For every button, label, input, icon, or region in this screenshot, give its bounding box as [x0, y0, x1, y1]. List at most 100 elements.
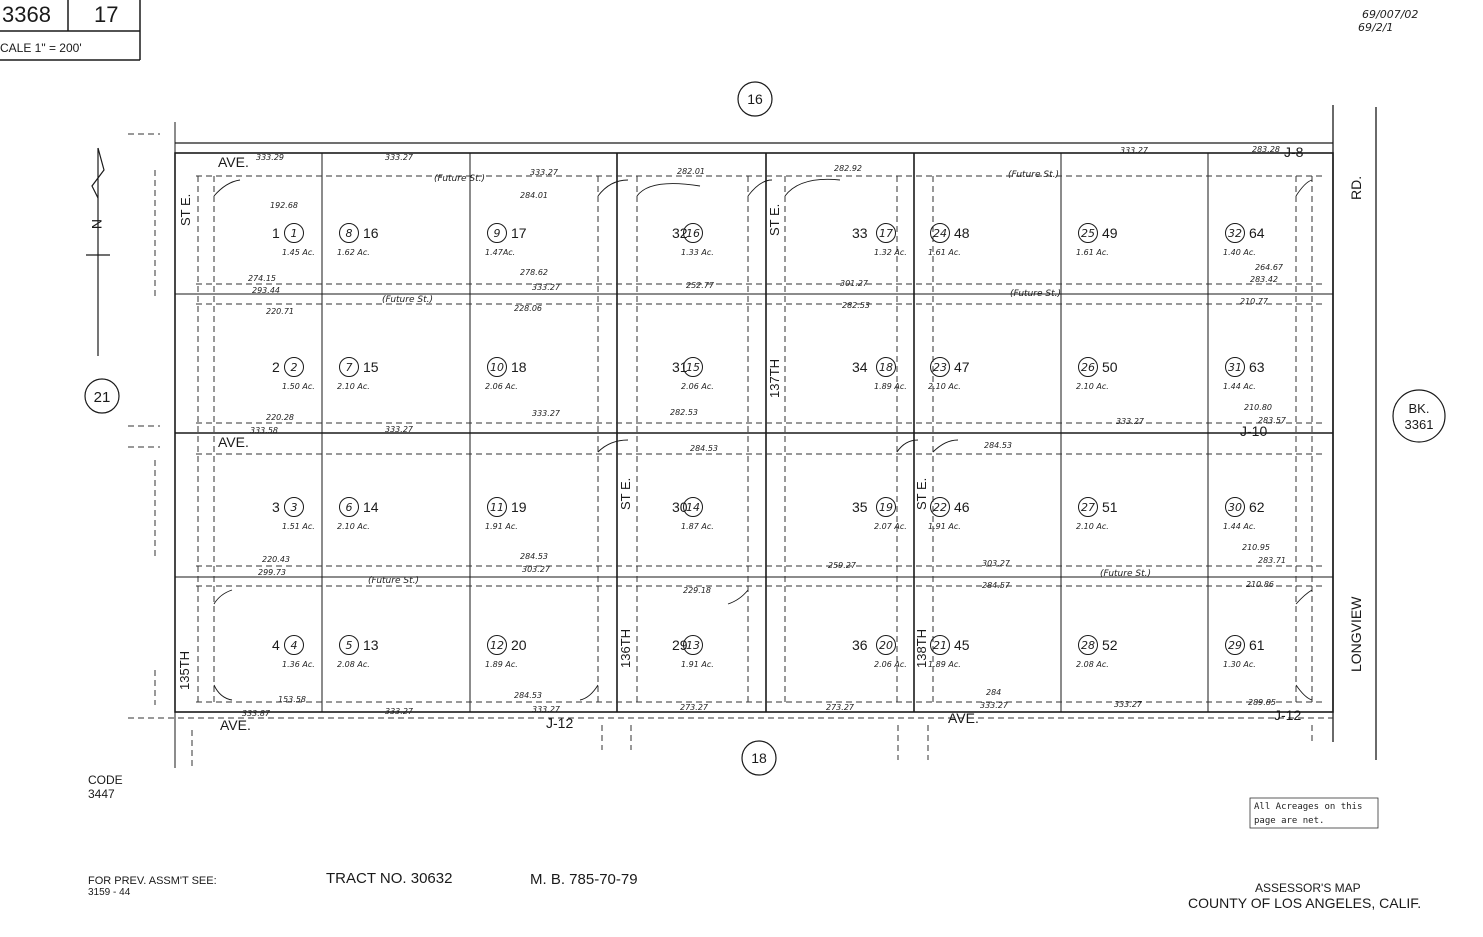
parcel-acreage: 2.10 Ac. [337, 522, 370, 531]
street-label-rd: RD. [1348, 176, 1364, 200]
parcel-number: 48 [954, 225, 970, 241]
parcel-circle-number: 4 [291, 639, 298, 652]
dim: 210.77 [1240, 297, 1269, 306]
parcel-circle-number: 22 [933, 501, 947, 514]
parcel-circle [1225, 635, 1245, 655]
dim: 284 [986, 688, 1001, 697]
parcel-circle-number: 24 [933, 227, 947, 240]
dim: 333.58 [250, 426, 278, 435]
parcel-number: 49 [1102, 225, 1118, 241]
parcel-1: 111.45 Ac. [272, 223, 315, 257]
parcel-3: 331.51 Ac. [272, 497, 315, 531]
parcel-circle-number: 23 [933, 361, 947, 374]
parcel-circle-number: 12 [490, 639, 504, 652]
dim: 289.85 [1248, 698, 1276, 707]
parcel-acreage: 1.33 Ac. [681, 248, 714, 257]
dim: 333.27 [1116, 417, 1145, 426]
assessor-line-2: COUNTY OF LOS ANGELES, CALIF. [1188, 895, 1421, 911]
dim: 278.62 [520, 268, 548, 277]
svg-text:21: 21 [94, 389, 111, 406]
parcel-circle-number: 14 [686, 501, 700, 514]
parcel-number: 29 [672, 637, 688, 653]
parcel-circle-number: 18 [879, 361, 893, 374]
future-street-3: (Future St.) [382, 295, 433, 305]
parcel-circle-number: 15 [686, 361, 700, 374]
future-street-5: (Future St.) [368, 576, 419, 586]
parcel-acreage: 1.45 Ac. [282, 248, 315, 257]
dim: 284.53 [520, 552, 548, 561]
parcel-number: 61 [1249, 637, 1265, 653]
adjacent-page-south: 18 [741, 740, 777, 776]
street-label-st-e-138: ST E. [914, 478, 929, 510]
book-number: 3368 [2, 2, 51, 27]
parcel-number: 64 [1249, 225, 1265, 241]
parcel-circle [284, 497, 304, 517]
dim: 282.53 [670, 408, 698, 417]
parcel-circle-number: 10 [490, 361, 504, 374]
dim: 282.92 [834, 164, 862, 173]
dim: 283.42 [1250, 275, 1278, 284]
street-label-j12-1: J-12 [546, 715, 573, 731]
parcel-circle-number: 16 [686, 227, 700, 240]
street-label-138th: 138TH [914, 629, 929, 668]
dim: 284.53 [514, 691, 542, 700]
parcel-circle [339, 635, 359, 655]
acreage-note-line-2: page are net. [1254, 816, 1324, 826]
parcel-circle-number: 32 [1228, 227, 1242, 240]
footer: CODE 3447 FOR PREV. ASSM'T SEE: 3159 - 4… [88, 773, 1421, 911]
dim: 333.27 [385, 707, 414, 716]
dim: 333.27 [385, 153, 414, 162]
parcel-acreage: 1.89 Ac. [485, 660, 518, 669]
parcel-circle-number: 17 [879, 227, 893, 240]
dim: 284.57 [982, 581, 1011, 590]
parcel-acreage: 1.51 Ac. [282, 522, 315, 531]
parcel-circle [876, 635, 896, 655]
code-label: CODE [88, 773, 123, 787]
dim: 333.27 [532, 283, 561, 292]
parcel-acreage: 1.87 Ac. [681, 522, 714, 531]
parcel-circle-number: 2 [291, 361, 298, 374]
parcel-number: 52 [1102, 637, 1118, 653]
parcel-circle [683, 497, 703, 517]
dim: 333.27 [1114, 700, 1143, 709]
dim: 210.95 [1242, 543, 1270, 552]
assessor-line-1: ASSESSOR'S MAP [1255, 881, 1361, 895]
parcel-circle-number: 26 [1081, 361, 1095, 374]
dim: 192.68 [270, 201, 298, 210]
parcel-number: 36 [852, 637, 868, 653]
parcel-circle-number: 6 [346, 501, 353, 514]
future-street-2: (Future St.) [1008, 170, 1059, 180]
dim: 228.06 [514, 304, 542, 313]
parcel-circle [1225, 357, 1245, 377]
dim: 283.57 [1258, 416, 1287, 425]
parcel-circle [876, 223, 896, 243]
parcel-circle [683, 635, 703, 655]
parcel-acreage: 2.08 Ac. [1076, 660, 1109, 669]
parcel-acreage: 1.91 Ac. [928, 522, 961, 531]
acreage-note-box [1249, 797, 1379, 829]
parcel-acreage: 1.62 Ac. [337, 248, 370, 257]
dim: 229.18 [683, 586, 711, 595]
parcel-circle [930, 223, 950, 243]
dim: 220.71 [266, 307, 294, 316]
parcel-circle [1225, 497, 1245, 517]
parcel-circle [487, 223, 507, 243]
